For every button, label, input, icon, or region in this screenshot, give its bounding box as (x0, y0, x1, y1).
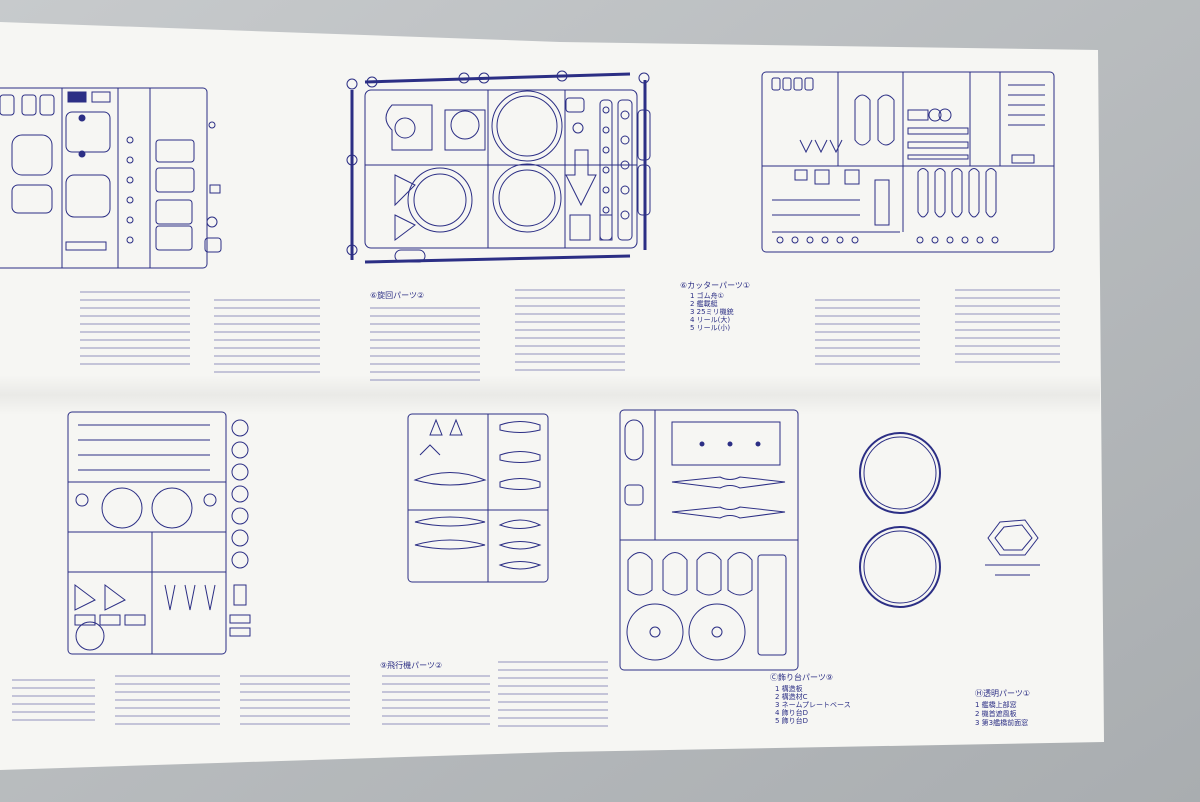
cutter-parts-item: 1 ゴム舟① (690, 292, 724, 300)
sprue-turret-parts (346, 70, 651, 264)
heading-stand-parts: Ⓒ飾り台パーツ⑨ (770, 673, 834, 682)
cutter-parts-item: 4 リール(大) (690, 316, 731, 324)
heading-cutter-parts: ⑥カッターパーツ① (680, 281, 751, 290)
sprue-cutter-parts (761, 71, 1055, 253)
stand-parts-item: 3 ネームプレートベース (775, 701, 851, 709)
clear-parts-item: 2 機首遮風板 (975, 710, 1017, 718)
heading-turret-parts: ⑥旋回パーツ② (370, 291, 425, 300)
sprue-top-left (0, 87, 222, 269)
parts-list-lines (12, 289, 1060, 727)
clear-parts-item: 3 第3艦橋前面窓 (975, 719, 1029, 727)
stand-parts-item: 5 飾り台D (775, 717, 809, 725)
sprue-bottom-left (67, 411, 251, 655)
sprue-aircraft-parts (407, 413, 549, 583)
cutter-parts-item: 2 艦載艇 (690, 300, 718, 308)
heading-aircraft-parts: ⑨飛行機パーツ② (380, 661, 443, 670)
sprue-stand-parts (619, 409, 1040, 671)
heading-clear-parts: Ⓗ透明パーツ① (975, 689, 1031, 698)
cutter-parts-item: 3 25ミリ機銃 (690, 308, 734, 316)
paper-fold (0, 375, 1100, 415)
stand-parts-item: 1 構造板 (775, 685, 803, 693)
clear-parts-item: 1 艦橋上部窓 (975, 701, 1017, 709)
cutter-parts-item: 5 リール(小) (690, 324, 731, 332)
stand-parts-item: 2 構造材C (775, 693, 808, 701)
stand-parts-item: 4 飾り台D (775, 709, 809, 717)
